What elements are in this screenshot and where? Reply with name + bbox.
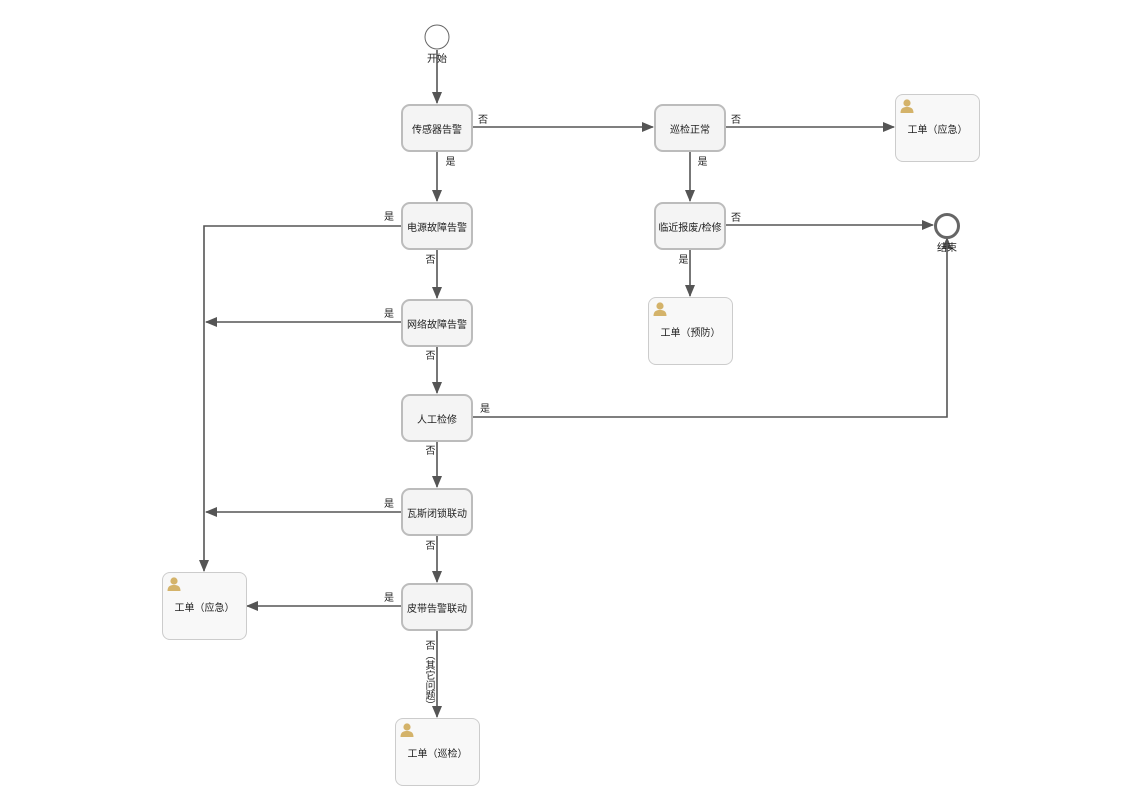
user-icon <box>400 723 414 737</box>
task-label: 工单（应急） <box>907 124 968 136</box>
start-event-label: 开始 <box>427 54 447 65</box>
edge-label-power-no: 否 <box>423 254 434 264</box>
task-label: 工单（预防） <box>660 327 721 339</box>
node-belt-alarm-link[interactable]: 皮带告警联动 <box>401 583 473 631</box>
edge-label-nearscrap-yes: 是 <box>676 254 687 264</box>
edge-label-sensor-no: 否 <box>478 115 488 126</box>
user-icon <box>653 302 667 316</box>
edge-label-sensor-yes: 是 <box>443 156 454 166</box>
edge-label-belt-no-other: 否（其它问题） <box>423 640 434 710</box>
node-power-fault[interactable]: 电源故障告警 <box>401 202 473 250</box>
node-patrol-normal[interactable]: 巡检正常 <box>654 104 726 152</box>
edge-label-power-yes: 是 <box>384 212 394 223</box>
user-icon <box>900 99 914 113</box>
edge-power-emergency <box>199 225 401 572</box>
edge-manual-end <box>472 237 952 418</box>
edge-label-gas-yes: 是 <box>384 499 394 510</box>
edge-label-belt-yes: 是 <box>384 593 394 604</box>
task-label: 工单（巡检） <box>407 748 468 760</box>
node-gas-lock-link[interactable]: 瓦斯闭锁联动 <box>401 488 473 536</box>
task-work-order-patrol[interactable]: 工单（巡检） <box>395 718 480 786</box>
task-label: 工单（应急） <box>174 602 235 614</box>
node-sensor-alarm[interactable]: 传感器告警 <box>401 104 473 152</box>
node-network-fault[interactable]: 网络故障告警 <box>401 299 473 347</box>
edge-label-patrol-no: 否 <box>731 115 741 126</box>
edge-label-patrol-yes: 是 <box>695 156 706 166</box>
user-icon <box>167 577 181 591</box>
edge-label-network-yes: 是 <box>384 309 394 320</box>
task-work-order-prevent[interactable]: 工单（预防） <box>648 297 733 365</box>
task-work-order-emergency-right[interactable]: 工单（应急） <box>895 94 980 162</box>
edge-label-manual-no: 否 <box>423 445 434 455</box>
edge-label-nearscrap-no: 否 <box>731 213 741 224</box>
edge-label-network-no: 否 <box>423 350 434 360</box>
edge-label-manual-yes: 是 <box>480 404 490 415</box>
node-manual-repair[interactable]: 人工检修 <box>401 394 473 442</box>
end-event-label: 结束 <box>937 243 957 254</box>
start-event <box>424 24 450 50</box>
end-event <box>934 213 960 239</box>
node-near-scrap[interactable]: 临近报废/检修 <box>654 202 726 250</box>
task-work-order-emergency-left[interactable]: 工单（应急） <box>162 572 247 640</box>
edge-label-gas-no: 否 <box>423 540 434 550</box>
